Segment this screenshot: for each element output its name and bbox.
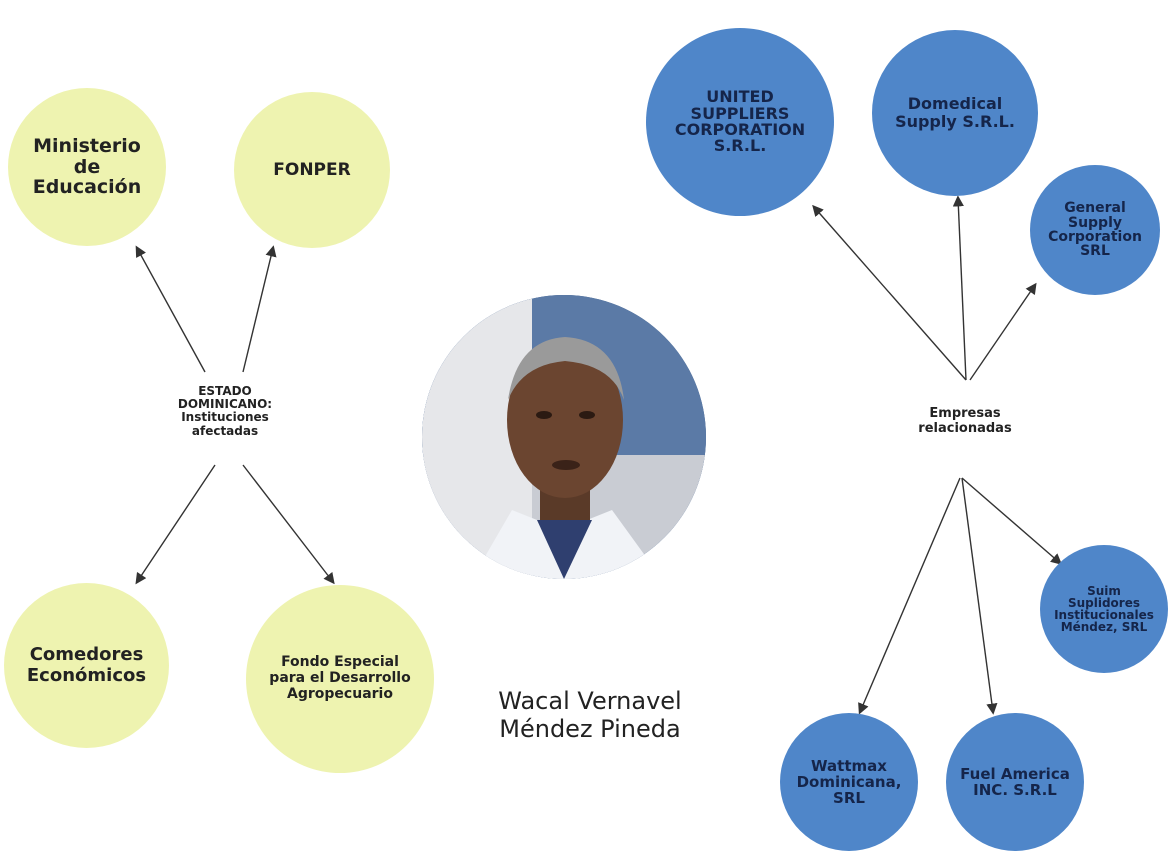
node-label: Ministerio de Educación — [32, 134, 142, 199]
node-comedores-economicos: Comedores Económicos — [4, 583, 169, 748]
node-label: Comedores Económicos — [26, 643, 147, 686]
arrow-to-fondo — [242, 464, 335, 585]
arrow-to-suim — [961, 477, 1063, 565]
node-label: UNITED SUPPLIERS CORPORATION S.R.L. — [674, 87, 806, 156]
arrow-to-wattmax — [858, 477, 961, 715]
node-fuel-america: Fuel America INC. S.R.L — [946, 713, 1084, 851]
node-suim-suplidores: Suim Suplidores Institucionales Méndez, … — [1040, 545, 1168, 673]
hub-empresas-relacionadas: Empresas relacionadas — [918, 406, 1012, 436]
node-wattmax-dominicana: Wattmax Dominicana, SRL — [780, 713, 918, 851]
portrait-illustration — [422, 295, 706, 579]
arrow-to-fuel — [961, 477, 998, 715]
node-label: Fuel America INC. S.R.L — [960, 764, 1070, 799]
arrow-to-ministerio — [135, 245, 206, 373]
node-label: General Supply Corporation SRL — [1048, 200, 1142, 260]
node-general-supply: General Supply Corporation SRL — [1030, 165, 1160, 295]
node-fonper: FONPER — [234, 92, 390, 248]
person-photo — [422, 295, 706, 579]
person-name: Wacal Vernavel Méndez Pineda — [498, 687, 682, 743]
hub-estado-dominicano: ESTADO DOMINICANO: Instituciones afectad… — [177, 384, 273, 438]
arrow-to-domedical — [952, 195, 967, 381]
node-label: Wattmax Dominicana, SRL — [796, 756, 902, 808]
arrow-to-fonper — [242, 245, 277, 373]
node-united-suppliers: UNITED SUPPLIERS CORPORATION S.R.L. — [646, 28, 834, 216]
node-ministerio-educacion: Ministerio de Educación — [8, 88, 166, 246]
node-fondo-especial: Fondo Especial para el Desarrollo Agrope… — [246, 585, 434, 773]
node-label: Domedical Supply S.R.L. — [895, 94, 1015, 131]
node-label: FONPER — [273, 160, 351, 180]
arrow-to-general — [969, 282, 1037, 381]
node-domedical-supply: Domedical Supply S.R.L. — [872, 30, 1038, 196]
node-label: Fondo Especial para el Desarrollo Agrope… — [269, 654, 411, 702]
node-label: Suim Suplidores Institucionales Méndez, … — [1054, 583, 1154, 635]
arrow-to-comedores — [135, 464, 216, 585]
arrow-to-united — [812, 204, 967, 381]
